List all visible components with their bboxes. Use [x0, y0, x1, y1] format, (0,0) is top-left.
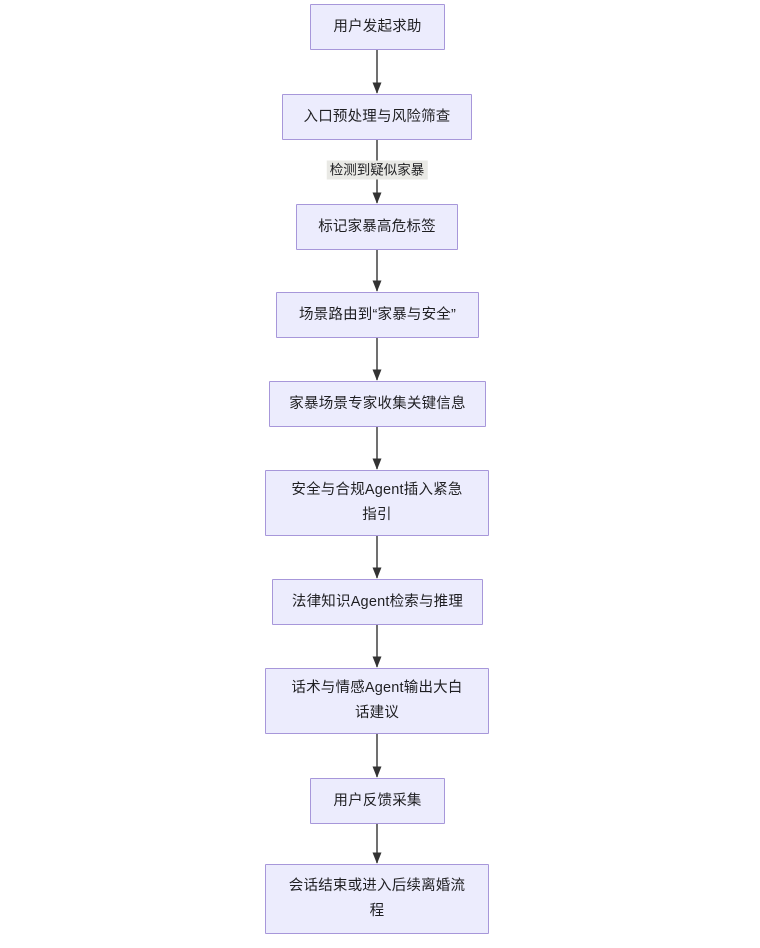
flow-node-label: 安全与合规Agent插入紧急 指引: [291, 482, 463, 523]
flow-node-label: 用户发起求助: [333, 18, 422, 35]
flow-edge-label-e2: 检测到疑似家暴: [326, 160, 428, 180]
flow-node-label: 用户反馈采集: [333, 792, 422, 809]
flow-node-label: 场景路由到“家暴与安全”: [298, 306, 457, 323]
flow-node-n1[interactable]: 用户发起求助: [310, 4, 445, 50]
flow-node-n6[interactable]: 安全与合规Agent插入紧急 指引: [265, 470, 489, 536]
flow-node-label: 家暴场景专家收集关键信息: [289, 395, 466, 412]
flow-node-n9[interactable]: 用户反馈采集: [310, 778, 445, 824]
flow-node-n3[interactable]: 标记家暴高危标签: [296, 204, 458, 250]
flow-node-n2[interactable]: 入口预处理与风险筛查: [282, 94, 472, 140]
flow-node-label: 标记家暴高危标签: [318, 218, 436, 235]
flow-node-n8[interactable]: 话术与情感Agent输出大白 话建议: [265, 668, 489, 734]
flow-node-label: 话术与情感Agent输出大白 话建议: [291, 680, 463, 721]
flow-node-n5[interactable]: 家暴场景专家收集关键信息: [269, 381, 486, 427]
flow-node-n10[interactable]: 会话结束或进入后续离婚流 程: [265, 864, 489, 934]
flow-node-label: 法律知识Agent检索与推理: [291, 593, 464, 610]
flow-node-label: 会话结束或进入后续离婚流 程: [288, 878, 466, 919]
flow-node-n7[interactable]: 法律知识Agent检索与推理: [272, 579, 483, 625]
flow-node-label: 入口预处理与风险筛查: [303, 108, 451, 125]
flow-node-n4[interactable]: 场景路由到“家暴与安全”: [276, 292, 479, 338]
